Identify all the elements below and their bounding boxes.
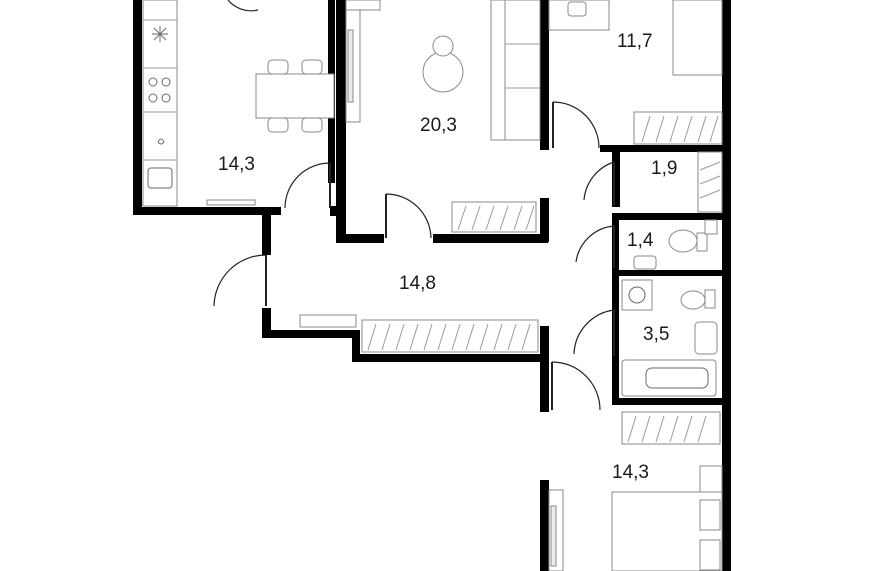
doors: [213, 0, 615, 411]
hallway-furniture: [299, 314, 539, 353]
bedroom-top-area-label: 11,7: [617, 31, 653, 52]
toilet-area-label: 1,4: [627, 230, 654, 251]
toilet-furniture: [633, 219, 718, 270]
kitchen-area-label: 14,3: [218, 154, 255, 175]
bathroom-furniture: [621, 279, 718, 397]
storage-furniture: [697, 151, 723, 213]
bedroom-bottom-area-label: 14,3: [612, 462, 649, 483]
bedroom-top-furniture: [548, 0, 723, 145]
living-room-furniture: [345, 0, 541, 233]
kitchen-furniture: [142, 0, 335, 207]
storage-area-label: 1,9: [651, 158, 677, 179]
living-room-area-label: 20,3: [420, 115, 457, 136]
area-labels: 14,3 20,3 11,7 1,9 1,4 3,5 14,8 14,3: [218, 31, 677, 483]
hallway-area-label: 14,8: [399, 273, 436, 294]
bathroom-area-label: 3,5: [643, 324, 669, 345]
bedroom-bottom-furniture: [548, 411, 723, 571]
